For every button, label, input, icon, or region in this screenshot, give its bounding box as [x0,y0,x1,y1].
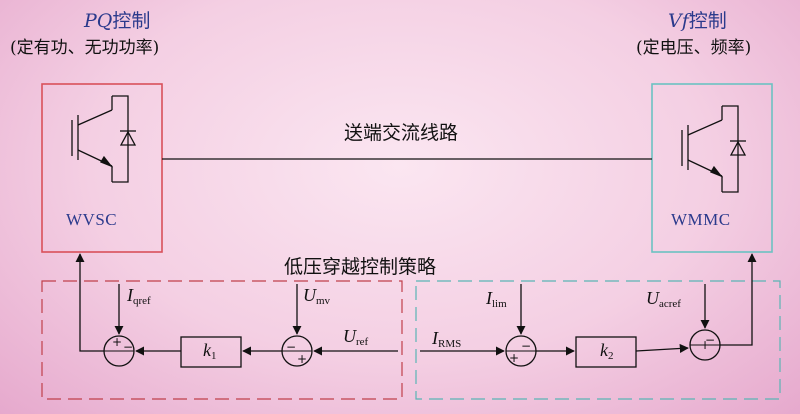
wmmc-label: WMMC [671,210,731,229]
left-subtitle: (定有功、无功功率) [10,38,160,58]
right-summer-2-plus: + [700,338,711,352]
right-title-italic: Vf [668,10,689,32]
irms-label: IRMS [432,328,462,350]
right-summer-1-minus: − [521,339,532,353]
iqref-label: Iqref [127,285,151,307]
wmmc-box [651,83,773,253]
right-title-suffix: 控制 [688,10,727,32]
wvsc-box [41,83,163,253]
k1-label: k1 [203,340,217,362]
right-control-region [415,280,781,400]
left-summer-2-plus: + [297,352,308,366]
uref-label: Uref [343,326,369,348]
left-summer-1-minus: − [123,340,134,354]
left-title-suffix: 控制 [112,10,151,32]
left-title: PQ控制 [84,6,150,33]
right-summer-2-minus: − [705,333,716,347]
k2-block [575,336,637,368]
igbt-icon-left [71,95,137,183]
k2-label: k2 [600,340,614,362]
uacref-label: Uacref [646,288,681,310]
ac-line-label: 送端交流线路 [344,122,459,144]
left-summer-2-minus: − [286,340,297,354]
left-control-region [41,280,403,400]
igbt-icon-right [681,105,747,193]
left-summer-1-plus: + [112,335,123,349]
k1-block [180,336,242,368]
wvsc-label: WVSC [66,210,118,229]
right-subtitle: (定电压、频率) [636,38,752,58]
umv-label: Umv [303,285,331,307]
left-title-italic: PQ [84,10,113,32]
ilim-label: Ilim [486,288,507,310]
right-title: Vf控制 [668,6,727,33]
strategy-label: 低压穿越控制策略 [284,256,437,278]
right-summer-1-plus: + [509,351,520,365]
